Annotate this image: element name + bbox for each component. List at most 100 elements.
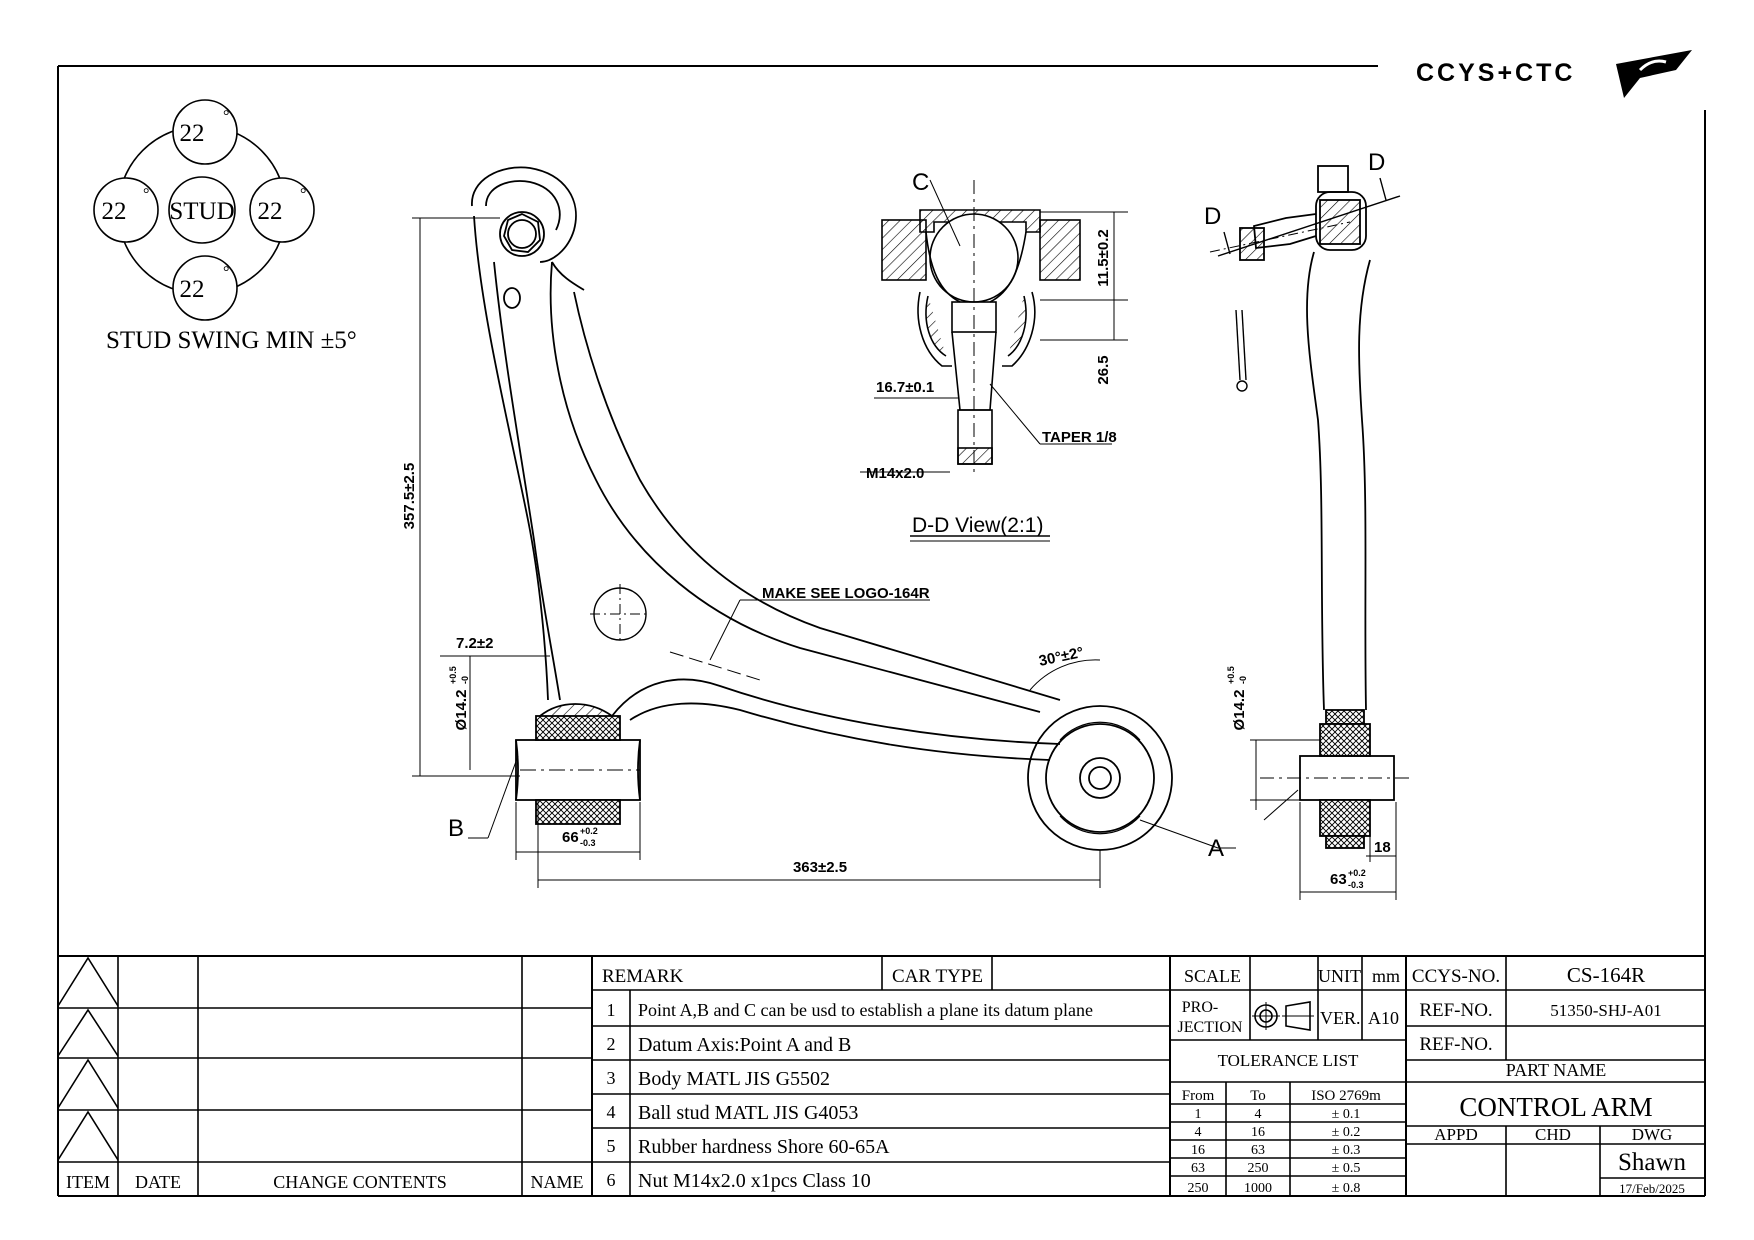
logo-note: MAKE SEE LOGO-164R	[762, 585, 930, 602]
unit-label: UNIT	[1318, 966, 1361, 986]
remark-text-5: Rubber hardness Shore 60-65A	[638, 1136, 890, 1158]
section-mark-d-left: D	[1204, 203, 1221, 230]
part-name-label: PART NAME	[1506, 1060, 1606, 1080]
remark-text-2: Datum Axis:Point A and B	[638, 1034, 851, 1056]
point-b-label: B	[448, 815, 464, 842]
remark-header: REMARK	[602, 966, 684, 987]
drawn-by: Shawn	[1618, 1149, 1687, 1176]
svg-text:± 0.8: ± 0.8	[1332, 1181, 1361, 1196]
remark-no-3: 3	[607, 1068, 616, 1088]
ccys-no-value: CS-164R	[1567, 963, 1645, 987]
point-a-label: A	[1208, 835, 1224, 862]
remark-no-4: 4	[607, 1102, 616, 1122]
swing-angle-top: 22	[180, 120, 205, 147]
remark-text-3: Body MATL JIS G5502	[638, 1068, 830, 1090]
unit-value: mm	[1372, 966, 1400, 986]
stud-circle-top	[172, 99, 238, 165]
svg-text:Ø14.2: Ø14.2	[453, 690, 470, 731]
stud-swing-diagram: STUD 22 ° 22 ° 22 ° 22 ° STUD SWING MIN …	[93, 99, 357, 354]
chd-label: CHD	[1535, 1125, 1571, 1144]
scale-label: SCALE	[1184, 966, 1241, 986]
swing-angle-left: 22	[102, 198, 127, 225]
svg-text:1: 1	[1195, 1107, 1202, 1122]
dim-taper: TAPER 1/8	[1042, 429, 1117, 446]
stud-circle-bottom	[172, 255, 238, 321]
svg-text:66: 66	[562, 829, 579, 846]
dim-length: 363±2.5	[793, 859, 847, 876]
stud-circle-right	[249, 177, 315, 243]
remark-no-5: 5	[607, 1136, 616, 1156]
svg-text:16: 16	[1251, 1125, 1265, 1140]
dim-angle: 30°±2°	[1037, 644, 1085, 670]
stud-circle-center	[168, 176, 236, 244]
dim-offset: 7.2±2	[456, 635, 493, 652]
svg-text:-0.3: -0.3	[1348, 880, 1364, 890]
swing-angle-bottom: 22	[180, 276, 205, 303]
dim-thread: M14x2.0	[866, 465, 924, 482]
side-dim-offset: 18	[1374, 839, 1391, 856]
side-dim-width: 63 +0.2 -0.3	[1330, 868, 1366, 890]
version-label: VER.	[1320, 1008, 1361, 1028]
projection-label-2: JECTION	[1178, 1019, 1243, 1036]
stud-circle-left	[93, 177, 159, 243]
section-mark-d-right: D	[1368, 149, 1385, 176]
svg-text:1000: 1000	[1244, 1181, 1272, 1196]
svg-text:CCYS+CTC: CCYS+CTC	[1416, 59, 1575, 87]
dwg-label: DWG	[1632, 1125, 1673, 1144]
remark-text-1: Point A,B and C can be usd to establish …	[638, 1000, 1093, 1020]
remark-no-6: 6	[607, 1170, 616, 1190]
main-view-dimensions	[412, 217, 1236, 888]
rev-header-date: DATE	[135, 1172, 181, 1192]
ccys-no-label: CCYS-NO.	[1412, 966, 1500, 987]
svg-text:± 0.1: ± 0.1	[1332, 1107, 1361, 1122]
svg-text:± 0.3: ± 0.3	[1332, 1143, 1361, 1158]
tol-header-to: To	[1250, 1088, 1266, 1104]
side-dim-bush-diameter: Ø14.2 +0.5 -0	[1226, 666, 1248, 730]
svg-text:+0.5: +0.5	[448, 666, 458, 684]
svg-text:63: 63	[1330, 871, 1347, 888]
callout-c: C	[912, 169, 929, 196]
svg-text:°: °	[223, 108, 229, 125]
remark-text-6: Nut M14x2.0 x1pcs Class 10	[638, 1170, 871, 1192]
stud-label: STUD	[169, 198, 234, 225]
projection-label-1: PRO-	[1182, 999, 1218, 1016]
svg-text:250: 250	[1188, 1181, 1209, 1196]
svg-text:63: 63	[1251, 1143, 1265, 1158]
section-view-title: D-D View(2:1)	[912, 514, 1043, 537]
company-logo: CCYS+CTC	[1416, 50, 1692, 98]
logo-emblem	[1616, 50, 1692, 98]
tol-header-from: From	[1182, 1088, 1215, 1104]
svg-text:± 0.5: ± 0.5	[1332, 1161, 1361, 1176]
svg-text:16: 16	[1191, 1143, 1205, 1158]
stud-swing-caption: STUD SWING MIN ±5°	[106, 327, 357, 354]
part-name-value: CONTROL ARM	[1459, 1092, 1652, 1122]
svg-text:°: °	[300, 186, 306, 203]
svg-text:± 0.2: ± 0.2	[1332, 1125, 1361, 1140]
dim-bush-diameter-b: Ø14.2 +0.5 -0	[448, 666, 470, 730]
rev-header-item: ITEM	[66, 1172, 110, 1192]
side-view	[1209, 165, 1410, 900]
dim-height-top: 11.5±0.2	[1095, 229, 1112, 286]
svg-text:+0.5: +0.5	[1226, 666, 1236, 684]
rev-header-name: NAME	[531, 1172, 584, 1192]
remark-text-4: Ball stud MATL JIS G4053	[638, 1102, 858, 1124]
svg-text:Ø14.2: Ø14.2	[1231, 690, 1248, 731]
ref-no-label: REF-NO.	[1419, 1000, 1492, 1021]
section-view-dd	[860, 179, 1128, 542]
svg-text:+0.2: +0.2	[580, 826, 598, 836]
svg-text:-0: -0	[1238, 676, 1248, 684]
tolerance-title: TOLERANCE LIST	[1218, 1051, 1359, 1070]
svg-text:+0.2: +0.2	[1348, 868, 1366, 878]
car-type-label: CAR TYPE	[892, 966, 983, 987]
svg-text:250: 250	[1248, 1161, 1269, 1176]
title-block	[57, 955, 1705, 1196]
appd-label: APPD	[1434, 1125, 1477, 1144]
svg-text:4: 4	[1195, 1125, 1202, 1140]
svg-text:4: 4	[1255, 1107, 1262, 1122]
control-arm-main-view	[471, 166, 1173, 851]
remark-no-2: 2	[607, 1034, 616, 1054]
dim-height-bottom: 26.5	[1095, 355, 1112, 384]
rev-header-change: CHANGE CONTENTS	[273, 1172, 447, 1192]
dim-diameter: 16.7±0.1	[876, 379, 934, 396]
